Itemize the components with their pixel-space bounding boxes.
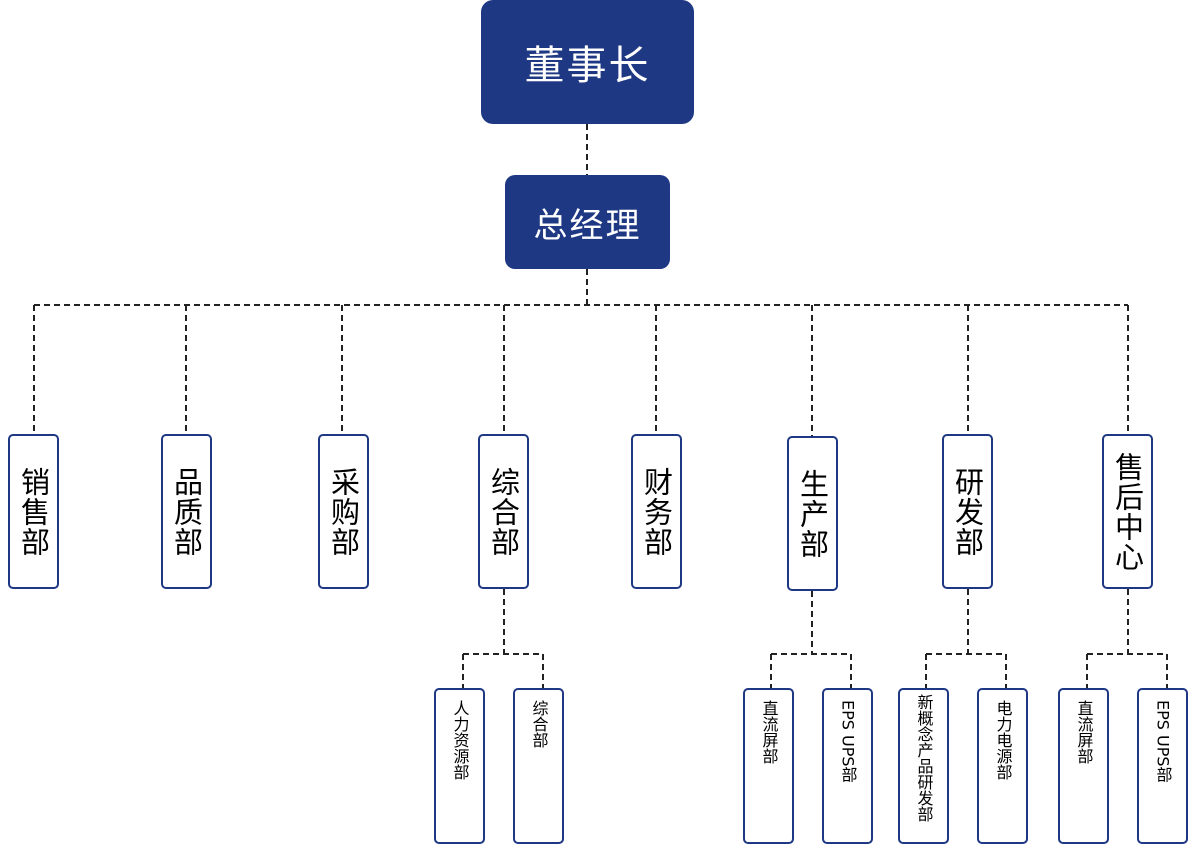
sub-department-label: EPS UPS部 bbox=[1153, 700, 1173, 783]
sub-department-label: 电力电源部 bbox=[993, 700, 1013, 780]
department-label: 售后中心 bbox=[1110, 451, 1145, 572]
department-sales: 销售部 bbox=[8, 434, 59, 589]
sub-department-label: 人力资源部 bbox=[450, 700, 470, 780]
department-label: 品质部 bbox=[169, 466, 204, 557]
department-label: 生产部 bbox=[795, 468, 830, 559]
department-rnd: 研发部 bbox=[942, 434, 993, 589]
sub-department-dc-panel: 直流屏部 bbox=[743, 688, 794, 844]
sub-department-eps-ups-after-sales: EPS UPS部 bbox=[1137, 688, 1188, 844]
department-label: 采购部 bbox=[326, 466, 361, 557]
department-quality: 品质部 bbox=[161, 434, 212, 589]
department-after-sales: 售后中心 bbox=[1102, 434, 1153, 589]
department-finance: 财务部 bbox=[631, 434, 682, 589]
department-purchasing: 采购部 bbox=[318, 434, 369, 589]
sub-department-dc-panel-after-sales: 直流屏部 bbox=[1058, 688, 1109, 844]
sub-department-label: 直流屏部 bbox=[1074, 700, 1094, 764]
general-manager-box: 总经理 bbox=[505, 175, 670, 269]
department-production: 生产部 bbox=[787, 436, 838, 591]
sub-department-eps-ups: EPS UPS部 bbox=[822, 688, 873, 844]
sub-department-power-supply: 电力电源部 bbox=[977, 688, 1028, 844]
sub-department-new-concept-rnd: 新概念产品研发部 bbox=[898, 688, 949, 844]
department-label: 财务部 bbox=[639, 466, 674, 557]
sub-department-label: 直流屏部 bbox=[759, 700, 779, 764]
sub-department-general: 综合部 bbox=[513, 688, 564, 844]
chairman-label: 董事长 bbox=[524, 43, 651, 89]
chairman-box: 董事长 bbox=[481, 0, 694, 124]
department-label: 研发部 bbox=[950, 466, 985, 557]
sub-department-label: EPS UPS部 bbox=[838, 700, 858, 783]
sub-department-hr: 人力资源部 bbox=[434, 688, 485, 844]
department-general-affairs: 综合部 bbox=[478, 434, 529, 589]
sub-department-label: 综合部 bbox=[529, 700, 549, 748]
department-label: 销售部 bbox=[16, 466, 51, 557]
general-manager-label: 总经理 bbox=[533, 205, 642, 246]
sub-department-label: 新概念产品研发部 bbox=[914, 694, 934, 822]
department-label: 综合部 bbox=[486, 466, 521, 557]
